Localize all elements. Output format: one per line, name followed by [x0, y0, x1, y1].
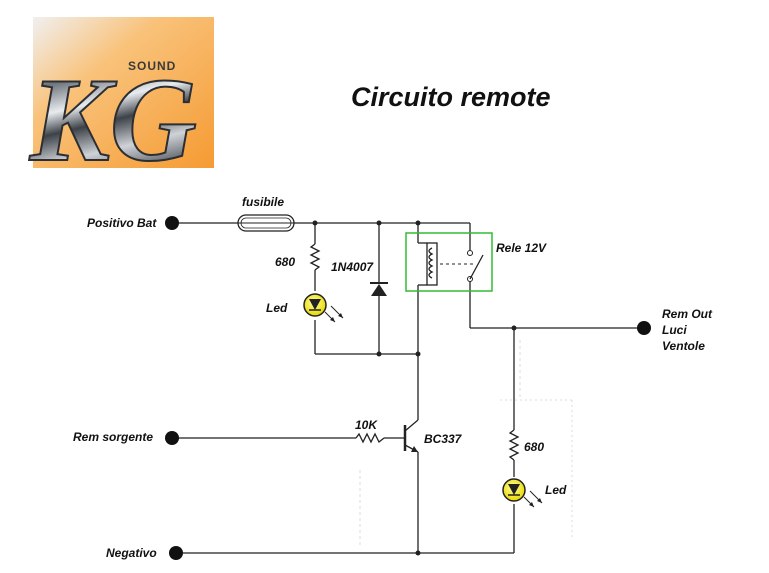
label-r1: 680 [275, 255, 295, 269]
label-luci: Luci [662, 323, 687, 337]
label-rem-sorgente: Rem sorgente [73, 430, 153, 444]
label-negativo: Negativo [106, 546, 157, 560]
diagram-title: Circuito remote [351, 82, 551, 112]
label-positivo-bat: Positivo Bat [87, 216, 157, 230]
led1-symbol [303, 293, 344, 323]
junctions [312, 220, 517, 556]
label-fusibile: fusibile [242, 195, 284, 209]
resistor-r1-symbol [309, 243, 321, 271]
label-r2: 680 [524, 440, 544, 454]
resistor-10k-symbol [355, 432, 385, 444]
label-relay: Rele 12V [496, 241, 547, 255]
label-led1: Led [266, 301, 288, 315]
label-10k: 10K [355, 418, 378, 432]
background-guides [359, 340, 573, 545]
wires [172, 222, 644, 554]
logo-letters: KG [29, 53, 197, 186]
label-ventole: Ventole [662, 339, 705, 353]
resistor-r2-symbol [508, 429, 520, 461]
label-diode: 1N4007 [331, 260, 374, 274]
label-rem-out: Rem Out [662, 307, 713, 321]
fuse-symbol [237, 214, 295, 232]
label-led2: Led [545, 483, 567, 497]
terminal-negativo [169, 546, 183, 560]
terminal-rem-sorgente [165, 431, 179, 445]
terminal-rem-out [637, 321, 651, 335]
terminal-positivo-bat [165, 216, 179, 230]
led2-symbol [502, 478, 543, 508]
diode-1n4007-symbol [370, 282, 388, 296]
relay-12v-symbol [405, 232, 493, 292]
transistor-bc337-symbol [403, 419, 419, 453]
kg-sound-logo: KG SOUND [28, 17, 214, 187]
label-bc337: BC337 [424, 432, 463, 446]
logo-sound-text: SOUND [128, 59, 176, 73]
